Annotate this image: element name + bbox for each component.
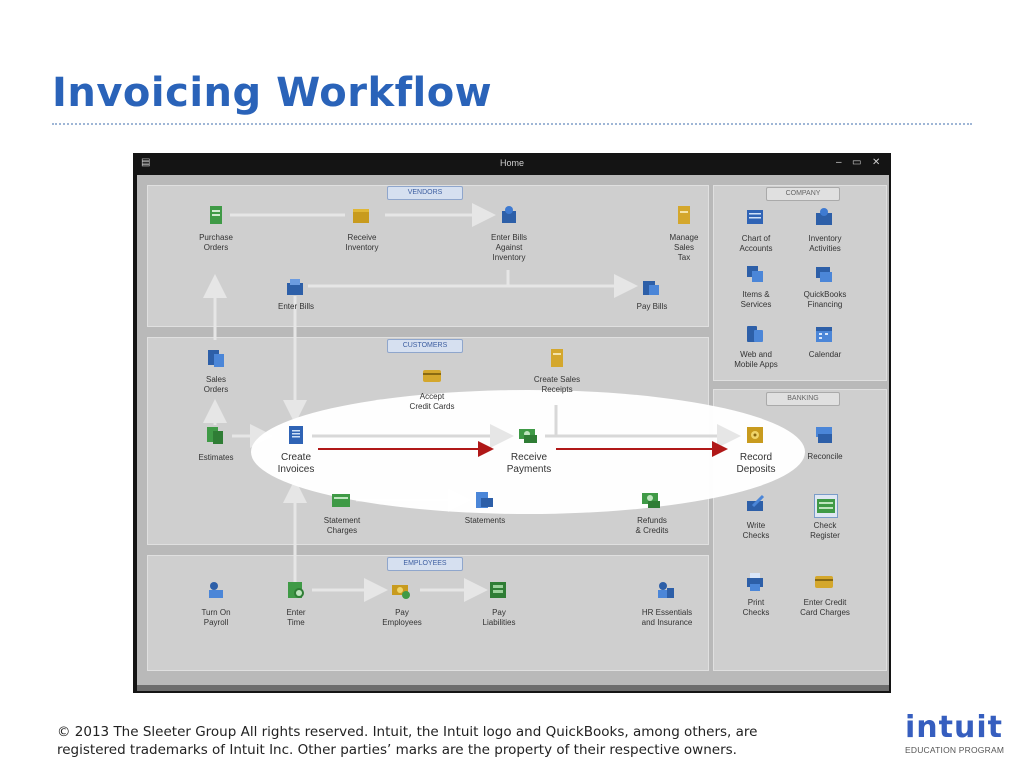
slide-title: Invoicing Workflow	[52, 70, 493, 116]
reconcile-icon[interactable]	[814, 425, 834, 445]
pay-bills-label[interactable]: Pay Bills	[636, 302, 668, 311]
inventory-activities-label[interactable]: Inventory Activities	[808, 234, 842, 253]
web-mobile-apps-label[interactable]: Web and Mobile Apps	[734, 350, 778, 369]
chart-of-accounts-icon[interactable]	[745, 207, 765, 227]
reconcile-label[interactable]: Reconcile	[807, 452, 843, 461]
statements-label[interactable]: Statements	[464, 516, 506, 525]
create-sales-receipts-icon[interactable]	[547, 348, 567, 368]
purchase-orders-label[interactable]: Purchase Orders	[199, 233, 233, 252]
record-deposits-icon[interactable]	[745, 425, 765, 445]
statement-charges-icon[interactable]	[331, 490, 351, 510]
manage-sales-tax-icon[interactable]	[674, 205, 694, 225]
manage-sales-tax-label[interactable]: Manage Sales Tax	[669, 233, 699, 262]
copyright-line-2: registered trademarks of Intuit Inc. Oth…	[57, 742, 737, 758]
enter-bills-label[interactable]: Enter Bills	[277, 302, 314, 311]
intuit-logo: intuit EDUCATION PROGRAM	[905, 712, 1010, 762]
accept-credit-cards-icon[interactable]	[422, 366, 442, 386]
vendors-panel	[147, 185, 709, 327]
create-invoices-label[interactable]: Create Invoices	[277, 452, 315, 475]
turn-on-payroll-label[interactable]: Turn On Payroll	[201, 608, 231, 627]
create-invoices-icon[interactable]	[286, 425, 306, 445]
calendar-label[interactable]: Calendar	[808, 350, 842, 359]
enter-time-label[interactable]: Enter Time	[286, 608, 306, 627]
items-services-label[interactable]: Items & Services	[740, 290, 772, 309]
hr-essentials-label[interactable]: HR Essentials and Insurance	[641, 608, 693, 627]
title-divider	[52, 123, 972, 125]
accept-credit-cards-label[interactable]: Accept Credit Cards	[409, 392, 455, 411]
receive-payments-icon[interactable]	[518, 425, 538, 445]
pay-liabilities-label[interactable]: Pay Liabilities	[482, 608, 516, 627]
items-services-icon[interactable]	[745, 264, 765, 284]
purchase-orders-icon[interactable]	[206, 205, 226, 225]
statement-charges-label[interactable]: Statement Charges	[323, 516, 361, 535]
print-checks-icon[interactable]	[745, 572, 765, 592]
check-register-icon[interactable]	[814, 494, 838, 518]
receive-inventory-label[interactable]: Receive Inventory	[345, 233, 379, 252]
inventory-activities-icon[interactable]	[814, 207, 834, 227]
refunds-credits-icon[interactable]	[641, 490, 661, 510]
write-checks-icon[interactable]	[745, 494, 765, 514]
receive-payments-label[interactable]: Receive Payments	[506, 452, 552, 475]
hr-essentials-icon[interactable]	[656, 580, 676, 600]
pay-employees-icon[interactable]	[391, 580, 411, 600]
intuit-wordmark: intuit	[905, 710, 1003, 745]
receive-inventory-icon[interactable]	[351, 205, 371, 225]
window-titlebar: ▤ Home – ▭ ✕	[133, 153, 891, 175]
web-mobile-apps-icon[interactable]	[745, 324, 765, 344]
window-menu-icon[interactable]: ▤	[141, 157, 151, 168]
write-checks-label[interactable]: Write Checks	[742, 521, 770, 540]
enter-time-icon[interactable]	[286, 580, 306, 600]
enter-bills-icon[interactable]	[285, 277, 305, 297]
company-panel	[713, 185, 887, 381]
check-register-label[interactable]: Check Register	[810, 521, 840, 540]
refunds-credits-label[interactable]: Refunds & Credits	[635, 516, 669, 535]
restore-button[interactable]: ▭	[852, 157, 862, 168]
chart-of-accounts-label[interactable]: Chart of Accounts	[739, 234, 773, 253]
vendors-section-tag: VENDORS	[387, 186, 463, 200]
estimates-label[interactable]: Estimates	[198, 453, 234, 462]
minimize-button[interactable]: –	[836, 157, 842, 168]
enter-credit-card-charges-label[interactable]: Enter Credit Card Charges	[800, 598, 850, 617]
estimates-icon[interactable]	[205, 425, 225, 445]
quickbooks-home-window: ▤ Home – ▭ ✕	[133, 153, 891, 693]
pay-bills-icon[interactable]	[641, 277, 661, 297]
copyright-footer: © 2013 The Sleeter Group All rights rese…	[57, 723, 757, 759]
sales-orders-icon[interactable]	[206, 348, 226, 368]
company-section-tag: COMPANY	[766, 187, 840, 201]
enter-bills-against-inventory-icon[interactable]	[499, 205, 519, 225]
banking-section-tag: BANKING	[766, 392, 840, 406]
record-deposits-label[interactable]: Record Deposits	[736, 452, 776, 475]
employees-panel	[147, 555, 709, 671]
close-button[interactable]: ✕	[872, 157, 881, 168]
quickbooks-financing-icon[interactable]	[814, 264, 834, 284]
employees-section-tag: EMPLOYEES	[387, 557, 463, 571]
pay-liabilities-icon[interactable]	[488, 580, 508, 600]
window-title: Home	[499, 158, 524, 168]
copyright-line-1: © 2013 The Sleeter Group All rights rese…	[57, 724, 758, 740]
enter-credit-card-charges-icon[interactable]	[814, 572, 834, 592]
statements-icon[interactable]	[474, 490, 494, 510]
turn-on-payroll-icon[interactable]	[206, 580, 226, 600]
pay-employees-label[interactable]: Pay Employees	[382, 608, 422, 627]
print-checks-label[interactable]: Print Checks	[742, 598, 770, 617]
create-sales-receipts-label[interactable]: Create Sales Receipts	[533, 375, 581, 394]
education-program-label: EDUCATION PROGRAM	[905, 745, 1005, 755]
quickbooks-financing-label[interactable]: QuickBooks Financing	[803, 290, 847, 309]
calendar-icon[interactable]	[814, 324, 834, 344]
sales-orders-label[interactable]: Sales Orders	[203, 375, 229, 394]
enter-bills-against-inventory-label[interactable]: Enter Bills Against Inventory	[490, 233, 527, 262]
customers-section-tag: CUSTOMERS	[387, 339, 463, 353]
horizontal-scrollbar[interactable]	[137, 685, 889, 691]
